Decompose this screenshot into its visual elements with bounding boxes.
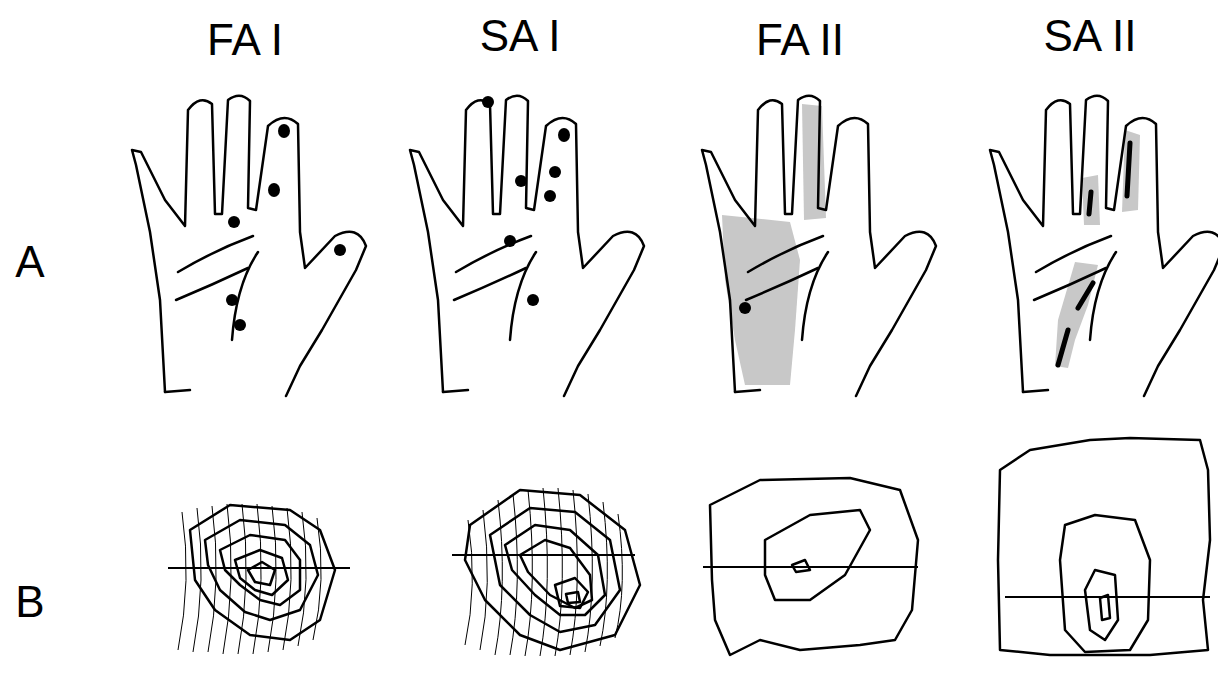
column-heading: SA II	[1044, 14, 1137, 58]
hand-fa2	[702, 96, 936, 396]
field-fa2	[703, 478, 918, 655]
column-heading: FA I	[207, 18, 283, 62]
hand-fa1	[132, 96, 366, 396]
field-sa2	[998, 438, 1210, 655]
row-label: B	[15, 580, 44, 624]
hand-sa2	[990, 96, 1218, 396]
hand-sa1	[410, 96, 644, 396]
column-heading: SA I	[480, 14, 561, 58]
column-heading: FA II	[756, 18, 844, 62]
row-label: A	[15, 240, 44, 284]
field-sa1	[452, 488, 640, 656]
field-fa1	[168, 504, 350, 654]
